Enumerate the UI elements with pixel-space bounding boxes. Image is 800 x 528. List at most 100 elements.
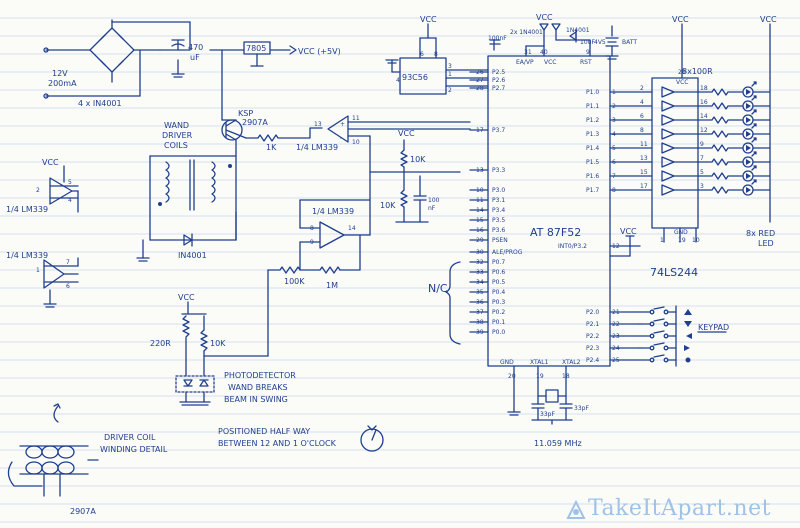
svg-text:1: 1 (660, 237, 664, 244)
r10k-b-label: 10K (380, 201, 396, 210)
svg-text:EA/VP: EA/VP (516, 59, 534, 66)
mcu-pin-label: P0.6 (492, 269, 505, 276)
takeitapart-logo-icon (566, 499, 586, 519)
position-label-1: POSITIONED HALF WAY (218, 427, 310, 436)
diode-label: IN4001 (178, 251, 207, 260)
regulator-label: 7805 (246, 44, 266, 53)
vcc-buffer: VCC (672, 15, 689, 24)
unused-upper-label: 1/4 LM339 (6, 205, 48, 214)
mcu-pin-label: P3.1 (492, 197, 505, 204)
buffer-gate (661, 128, 675, 140)
coil-dot-left (158, 202, 162, 206)
svg-text:33pF: 33pF (540, 411, 555, 418)
comparator-mid: 8 9 14 (299, 171, 371, 271)
bridge-rectifier (43, 19, 191, 99)
keypad-left-icon (686, 333, 692, 339)
buffer-gate (661, 170, 675, 182)
mcu-pin-label: INT0/P3.2 (558, 243, 587, 250)
buffer-name: 74LS244 (650, 266, 698, 279)
watermark[interactable]: TakeItApart.net (588, 496, 771, 521)
r1m-label: 1M (326, 281, 338, 290)
buffer-out-number: 12 (700, 127, 708, 134)
mcu-left-pins: P2.526P2.627P2.728P3.717P3.313P3.010P3.1… (469, 69, 523, 336)
nc-brace (445, 261, 461, 345)
cap100-unit: nF (428, 205, 436, 212)
mcu-pin-label: P0.1 (492, 319, 505, 326)
svg-text:6: 6 (420, 51, 424, 58)
led-label-1: 8x RED (746, 229, 775, 238)
filter-capacitor (171, 39, 185, 78)
led-resistor (697, 102, 743, 110)
mcu-name: AT 87F52 (530, 226, 581, 239)
clock-position-icon (360, 425, 384, 452)
svg-text:7: 7 (66, 259, 70, 266)
keypad-up-icon (684, 309, 692, 315)
svg-text:8: 8 (434, 51, 438, 58)
mcu-pin-label: P2.3 (586, 345, 599, 352)
mcu-pin-label: P1.2 (586, 117, 599, 124)
svg-text:GND: GND (500, 359, 514, 366)
r220-label: 220R (150, 339, 171, 348)
svg-text:2: 2 (448, 87, 452, 94)
svg-text:XTAL2: XTAL2 (562, 359, 581, 366)
buffer-out-number: 5 (700, 169, 704, 176)
buffer-in-number: 11 (640, 141, 648, 148)
comp-upper-label: 1/4 LM339 (296, 143, 338, 152)
mcu-pin-label: P0.4 (492, 289, 505, 296)
mcu-pin-label: P3.4 (492, 207, 505, 214)
keypad-dot-icon (685, 357, 691, 363)
mcu-pin-label: P0.3 (492, 299, 505, 306)
crystal-freq: 11.059 MHz (534, 439, 582, 448)
buffer-gate (661, 114, 675, 126)
supply-current: 200mA (48, 79, 77, 88)
keypad-contact (649, 357, 655, 363)
base-resistor (245, 127, 323, 142)
mcu-pin-label: P2.7 (492, 85, 505, 92)
coils-label-2: DRIVER (162, 131, 193, 140)
buffer-gate (661, 156, 675, 168)
mcu-pin-label: P1.6 (586, 173, 599, 180)
mcu-pin-label: P1.4 (586, 145, 599, 152)
coil-dot-right (228, 164, 232, 168)
transistor-number: 2907A (242, 118, 268, 127)
r1k-label: 1K (266, 143, 277, 152)
regulator (209, 41, 297, 67)
svg-text:31: 31 (524, 49, 532, 56)
buffer-out-number: 16 (700, 99, 708, 106)
svg-text:6: 6 (66, 283, 70, 290)
keypad-contact (649, 345, 655, 351)
power-supply: 12V 200mA 4 x IN4001 470 uF 7805 VCC (+5… (43, 19, 341, 121)
led-resistor (697, 144, 743, 152)
r100k-label: 100K (284, 277, 305, 286)
svg-text:4V5: 4V5 (594, 39, 606, 46)
buffer-gate (661, 142, 675, 154)
vcc-photo: VCC (178, 293, 195, 302)
cap100-value: 100 (428, 197, 440, 204)
vcc-int: VCC (620, 227, 637, 236)
buffer-out-number: 7 (700, 155, 704, 162)
keypad-label: KEYPAD (698, 323, 729, 332)
mcu-pin-label: P3.7 (492, 127, 505, 134)
mcu-pin-label: P0.2 (492, 309, 505, 316)
led-label-2: LED (758, 239, 774, 248)
svg-text:13: 13 (314, 121, 322, 128)
mcu-pin-label: P3.5 (492, 217, 505, 224)
keypad-contact (649, 309, 655, 315)
r10k-label: 10K (410, 155, 426, 164)
vcc-eeprom: VCC (420, 15, 437, 24)
svg-text:10uF: 10uF (580, 39, 595, 46)
mcu-pin-label: P2.2 (586, 333, 599, 340)
nc-label: N/C (428, 282, 448, 295)
driver-coils (149, 151, 237, 241)
coil-detail-label-2: WINDING DETAIL (100, 445, 168, 454)
svg-text:VCC: VCC (676, 79, 688, 86)
keypad (639, 305, 692, 367)
buffer-in-number: 13 (640, 155, 648, 162)
coil-detail-label-1: DRIVER COIL (104, 433, 156, 442)
svg-text:19: 19 (678, 237, 686, 244)
buffer-gate (661, 86, 675, 98)
crystal-circuit (507, 365, 573, 425)
svg-text:20: 20 (508, 373, 516, 380)
mcu-pin-label: P0.5 (492, 279, 505, 286)
